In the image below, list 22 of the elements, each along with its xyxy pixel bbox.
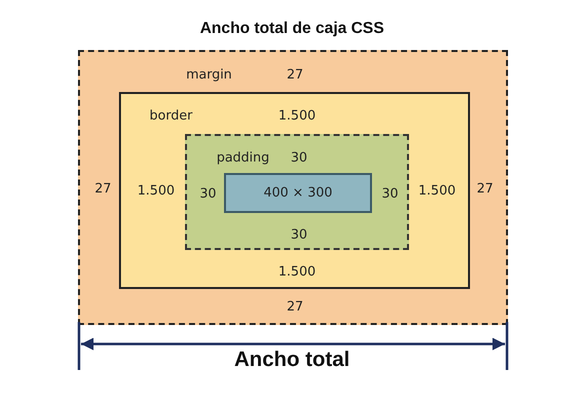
padding-box [185, 134, 409, 250]
size-value: 30 [200, 188, 216, 200]
size-value: 1.500 [137, 184, 175, 198]
size-value: 27 [476, 182, 494, 196]
layer-label: border [150, 110, 192, 122]
size-value: 30 [382, 188, 398, 200]
diagram-title: Ancho total de caja CSS [198, 20, 386, 38]
layer-label: margin [186, 68, 232, 82]
content-box [224, 173, 372, 213]
size-value: 30 [290, 228, 308, 242]
size-value: 27 [94, 182, 112, 196]
layer-label: padding [216, 152, 270, 164]
size-value: 1.500 [278, 110, 316, 122]
size-value: 1.500 [278, 266, 316, 278]
dimension-label: Ancho total [233, 348, 351, 372]
size-value: 1.500 [418, 184, 456, 198]
size-value: 27 [286, 68, 304, 82]
size-value: 30 [290, 152, 308, 164]
size-value: 27 [286, 300, 304, 314]
border-box [119, 92, 470, 289]
margin-box [78, 50, 508, 325]
content-size-label: 400 × 300 [264, 186, 332, 200]
